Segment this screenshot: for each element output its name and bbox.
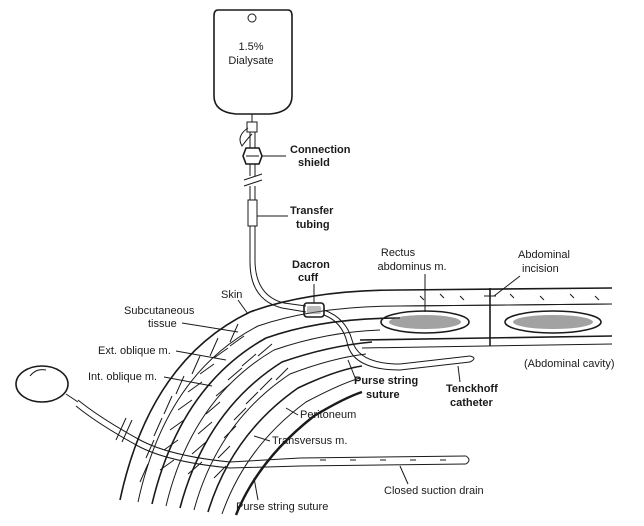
label-abdominal-cavity: (Abdominal cavity)	[524, 358, 614, 370]
label-transversus: Transversus m.	[272, 435, 347, 447]
subcutaneous-texture	[420, 294, 599, 300]
label-connection-shield-1: Connection	[290, 144, 351, 156]
label-purse-string-suture: Purse string suture	[236, 501, 328, 513]
label-subcutaneous-2: tissue	[148, 318, 177, 330]
label-dacron-cuff-1: Dacron	[292, 259, 330, 271]
label-abdominal-incision-2: incision	[522, 263, 559, 275]
label-dacron-cuff-2: cuff	[298, 272, 319, 284]
label-rectus-2: abdominus m.	[377, 261, 446, 273]
label-ext-oblique: Ext. oblique m.	[98, 345, 171, 357]
label-purse-string-bold-2: suture	[366, 389, 400, 401]
label-tenckhoff-2: catheter	[450, 397, 494, 409]
label-int-oblique: Int. oblique m.	[88, 371, 157, 383]
label-purse-string-bold-1: Purse string	[354, 375, 418, 387]
label-abdominal-incision-1: Abdominal	[518, 249, 570, 261]
dialysate-bag: 1.5% Dialysate	[214, 10, 292, 146]
label-connection-shield-2: shield	[298, 157, 330, 169]
label-subcutaneous-1: Subcutaneous	[124, 305, 195, 317]
label-transfer-tubing-1: Transfer	[290, 205, 334, 217]
bag-label-dialysate: Dialysate	[228, 55, 273, 67]
label-closed-suction-drain: Closed suction drain	[384, 485, 484, 497]
label-rectus-1: Rectus	[381, 247, 416, 259]
label-skin: Skin	[221, 289, 242, 301]
label-peritoneum: Peritoneum	[300, 409, 356, 421]
rectus-muscle	[381, 311, 601, 333]
bag-label-concentration: 1.5%	[238, 41, 263, 53]
label-transfer-tubing-2: tubing	[296, 219, 330, 231]
label-tenckhoff-1: Tenckhoff	[446, 383, 498, 395]
